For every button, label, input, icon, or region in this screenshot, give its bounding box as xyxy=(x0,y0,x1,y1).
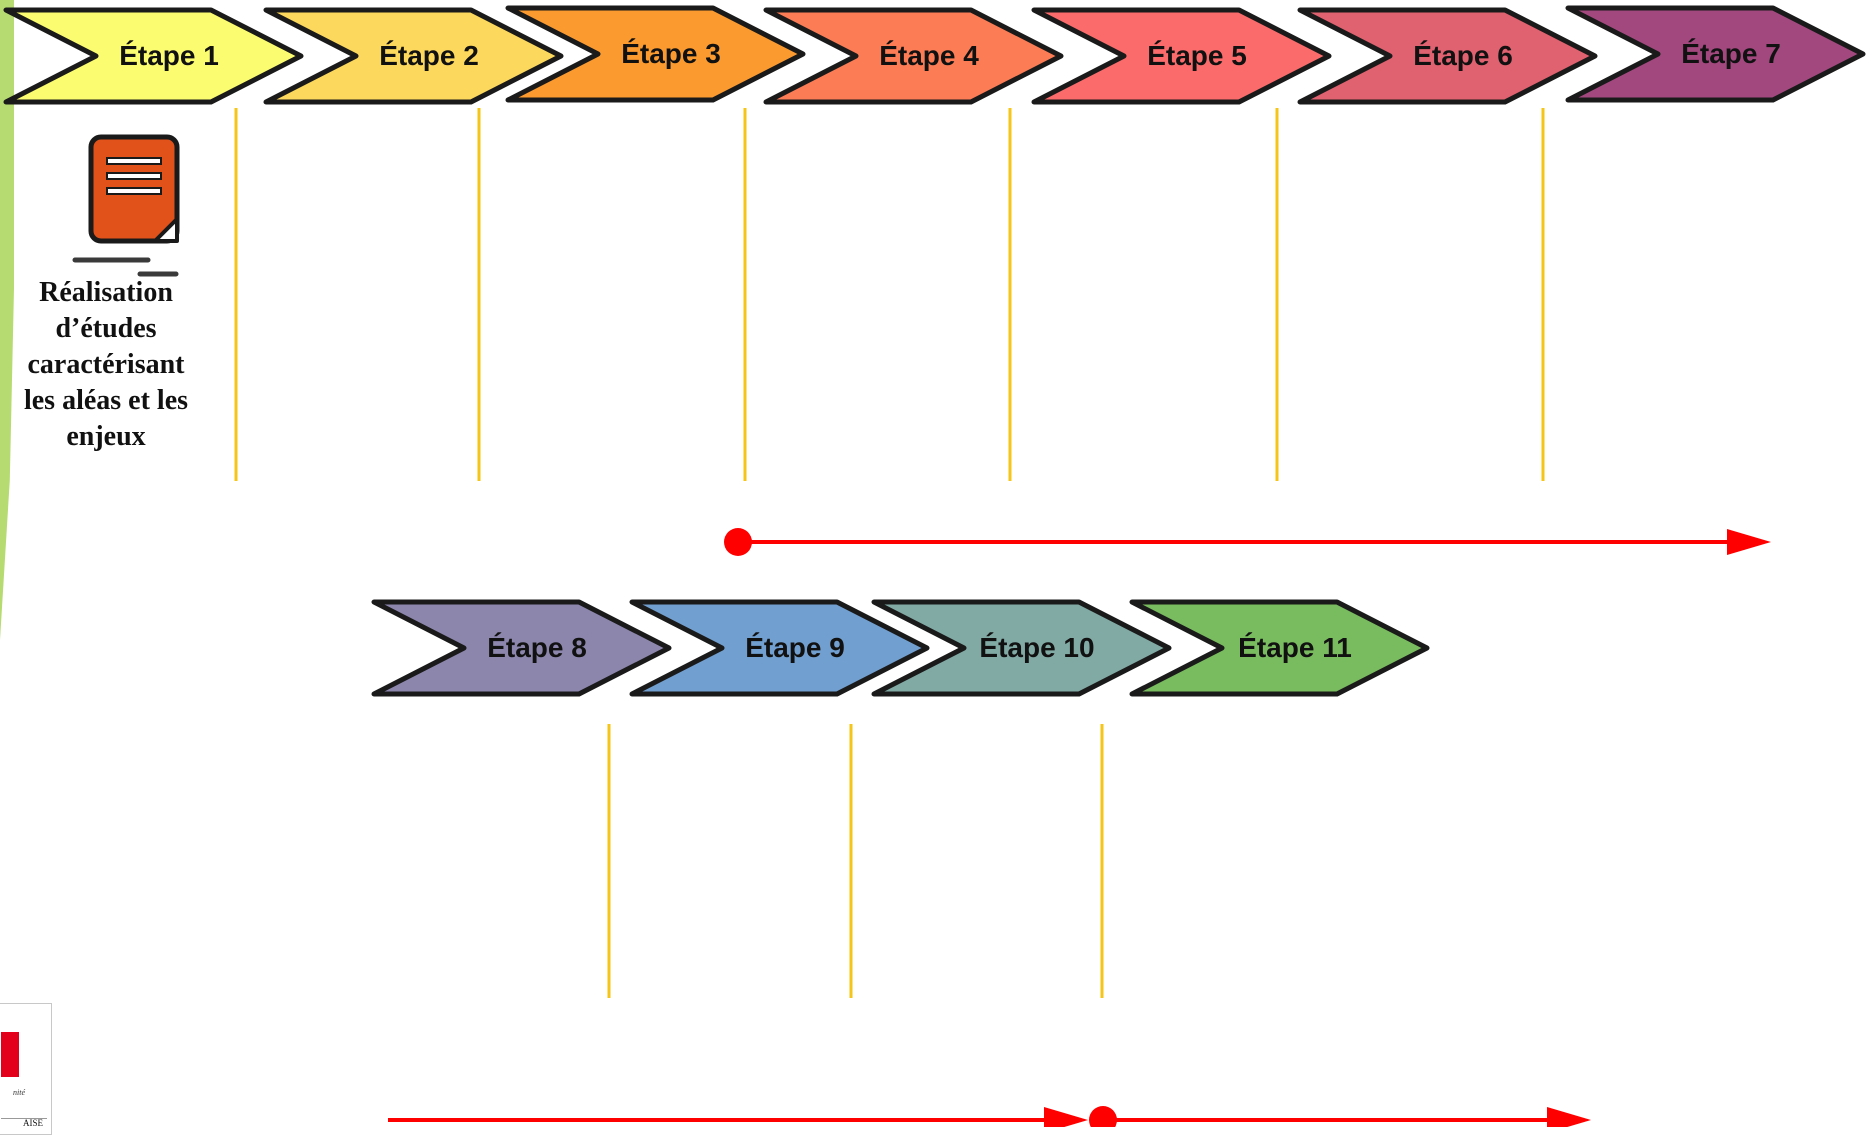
step-label: Étape 3 xyxy=(621,38,721,69)
step-chevron xyxy=(1031,7,1332,105)
step-chevron xyxy=(263,7,564,105)
step-label: Étape 2 xyxy=(379,40,479,71)
logo-caps-text: AISE xyxy=(23,1118,43,1128)
step-chevron xyxy=(1129,599,1430,697)
step-chevron xyxy=(505,5,806,103)
document-line xyxy=(106,172,162,180)
step-label: Étape 10 xyxy=(979,632,1095,663)
step-label: Étape 9 xyxy=(745,632,845,663)
arrowhead-icon xyxy=(1727,529,1771,555)
step-label: Étape 6 xyxy=(1413,40,1513,71)
caption-line: enjeux xyxy=(66,421,146,452)
logo-divider xyxy=(1,1118,47,1119)
logo-red-block xyxy=(1,1032,19,1077)
arrowhead-icon xyxy=(1547,1107,1591,1127)
step-chevron xyxy=(371,599,672,697)
step-chevron xyxy=(3,7,304,105)
step-label: Étape 8 xyxy=(487,632,587,663)
caption-line: Réalisation xyxy=(39,277,173,308)
step-chevron xyxy=(763,7,1064,105)
document-line xyxy=(106,157,162,165)
logo-motto-text: nité xyxy=(13,1088,25,1097)
step-chevron xyxy=(1297,7,1598,105)
step-chevron xyxy=(871,599,1172,697)
document-fold xyxy=(153,217,179,243)
arrowhead-icon xyxy=(1044,1107,1088,1127)
document-line xyxy=(106,187,162,195)
caption-line: les aléas et les xyxy=(23,385,189,416)
step-chevron xyxy=(1565,5,1866,103)
timeline-dot-icon xyxy=(1089,1106,1117,1127)
step-label: Étape 4 xyxy=(879,40,979,71)
step1-caption: Réalisation d’études caractérisant les a… xyxy=(8,275,204,455)
timeline-dot-icon xyxy=(724,528,752,556)
step-label: Étape 7 xyxy=(1681,38,1781,69)
step-label: Étape 5 xyxy=(1147,40,1247,71)
step-label: Étape 1 xyxy=(119,40,219,71)
government-logo: nité AISE xyxy=(0,1003,52,1135)
step-chevron xyxy=(629,599,930,697)
caption-line: caractérisant xyxy=(27,349,185,380)
step-label: Étape 11 xyxy=(1238,632,1352,663)
document-icon xyxy=(72,134,180,277)
caption-line: d’études xyxy=(55,313,157,344)
